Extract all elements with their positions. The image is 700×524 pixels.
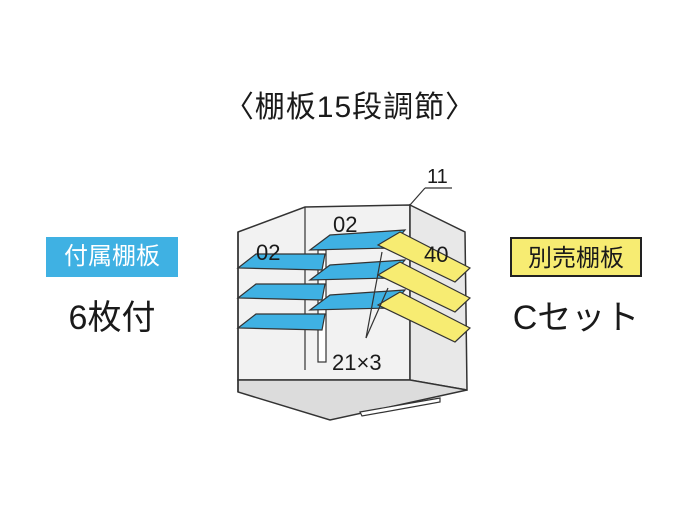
blue-shelf — [236, 283, 326, 301]
label-left-shelf: 02 — [256, 240, 280, 265]
label-levels: 21×3 — [332, 350, 382, 375]
blue-shelf — [236, 253, 326, 271]
yellow-shelf — [376, 231, 472, 283]
optional-shelves-set: Cセット — [512, 299, 640, 337]
label-center-shelf: 02 — [333, 212, 357, 237]
page-title: 〈棚板15段調節〉 — [223, 91, 477, 124]
label-levels-leader — [365, 251, 383, 339]
label-wall: 11 — [427, 166, 448, 188]
yellow-shelf — [376, 261, 472, 313]
label-right-shelf: 40 — [424, 242, 448, 267]
included-shelves-count: 6枚付 — [68, 299, 156, 337]
optional-shelves-badge: 別売棚板 — [510, 237, 642, 277]
included-shelves-badge: 付属棚板 — [46, 237, 178, 277]
blue-shelf — [236, 313, 326, 331]
door-rail — [359, 397, 441, 417]
yellow-shelf — [376, 291, 472, 343]
label-wall-leader — [409, 187, 426, 206]
